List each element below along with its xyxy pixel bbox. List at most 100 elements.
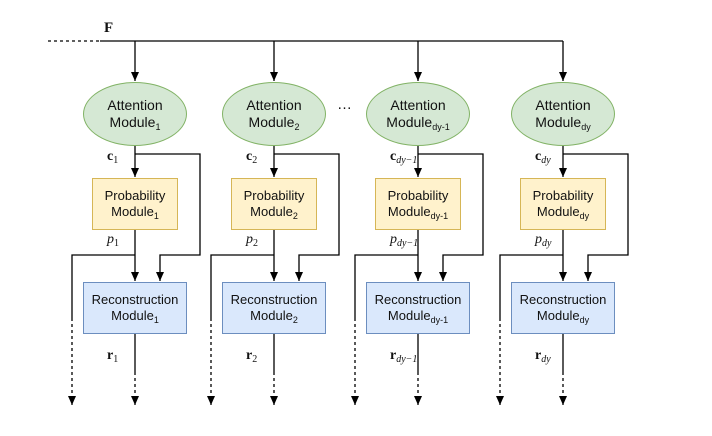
attention-module-4-module-label: Moduledy bbox=[535, 114, 590, 132]
probability-output-label-3: pdy−1 bbox=[390, 232, 419, 249]
attention-module-2-module-index: 2 bbox=[294, 122, 300, 132]
probability-branch-3 bbox=[354, 254, 418, 318]
reconstruction-module-3-module-label: Moduledy-1 bbox=[387, 308, 449, 325]
probability-module-4-module-word: Module bbox=[536, 204, 580, 219]
attention-bypass-4 bbox=[563, 153, 629, 281]
probability-output-label-1: p1 bbox=[107, 232, 119, 249]
reconstruction-module-2-module-index: 2 bbox=[292, 315, 298, 325]
probability-branch-4 bbox=[499, 254, 563, 318]
probability-module-2-module-label: Module2 bbox=[250, 204, 298, 221]
attention-output-label-1-index: 1 bbox=[113, 155, 119, 166]
reconstruction-module-2-module-label: Module2 bbox=[250, 308, 298, 325]
attention-output-label-3: cdy−1 bbox=[390, 149, 418, 166]
attention-module-2-module-word: Module bbox=[248, 114, 295, 130]
attention-output-label-2-index: 2 bbox=[252, 155, 258, 166]
probability-module-1-module-label: Module1 bbox=[111, 204, 159, 221]
attention-bypass-2 bbox=[274, 153, 340, 281]
reconstruction-module-1-module-word: Module bbox=[111, 308, 154, 323]
attention-module-1-module-word: Module bbox=[109, 114, 156, 130]
probability-output-label-1-index: 1 bbox=[114, 238, 119, 249]
probability-module-1-module-word: Module bbox=[111, 204, 154, 219]
probability-output-label-2-index: 2 bbox=[253, 238, 258, 249]
attention-module-4-module-word: Module bbox=[535, 114, 582, 130]
attention-module-4-module-index: dy bbox=[581, 122, 591, 132]
reconstruction-module-4-module-index: dy bbox=[579, 315, 590, 325]
probability-module-2-module-index: 2 bbox=[292, 211, 298, 221]
attention-output-label-1-symbol: c bbox=[107, 149, 114, 164]
reconstruction-output-label-2: r2 bbox=[246, 348, 258, 365]
attention-module-1-module-label: Module1 bbox=[110, 114, 161, 132]
ellipsis-label: … bbox=[337, 96, 353, 113]
probability-output-label-4: pdy bbox=[535, 232, 552, 249]
reconstruction-module-4-title: Reconstruction bbox=[519, 291, 607, 307]
attention-bypass-3 bbox=[418, 153, 484, 281]
reconstruction-module-3-module-index: dy-1 bbox=[430, 315, 449, 325]
reconstruction-module-2-title: Reconstruction bbox=[230, 291, 318, 307]
input-feature-label: F bbox=[104, 20, 114, 36]
probability-module-3-module-index: dy-1 bbox=[430, 211, 449, 221]
attention-module-1-title: Attention bbox=[107, 96, 163, 113]
probability-output-label-4-index: dy bbox=[542, 238, 552, 249]
attention-module-3-module-index: dy-1 bbox=[432, 122, 450, 132]
reconstruction-output-label-4: rdy bbox=[535, 348, 551, 365]
attention-output-label-4-symbol: c bbox=[535, 149, 542, 164]
attention-module-2-module-label: Module2 bbox=[249, 114, 300, 132]
probability-module-3-module-label: Moduledy-1 bbox=[387, 204, 449, 221]
reconstruction-output-label-2-index: 2 bbox=[252, 354, 258, 365]
attention-module-2-title: Attention bbox=[246, 96, 302, 113]
probability-module-4-module-index: dy bbox=[579, 211, 590, 221]
reconstruction-module-1-module-label: Module1 bbox=[111, 308, 159, 325]
attention-module-3-module-word: Module bbox=[386, 114, 433, 130]
reconstruction-output-label-2-symbol: r bbox=[246, 348, 253, 363]
reconstruction-output-label-1-index: 1 bbox=[113, 354, 119, 365]
probability-output-label-4-symbol: p bbox=[535, 232, 542, 247]
attention-module-1-module-index: 1 bbox=[155, 122, 161, 132]
reconstruction-output-label-4-index: dy bbox=[541, 354, 551, 365]
attention-output-label-2-symbol: c bbox=[246, 149, 253, 164]
attention-bypass-1 bbox=[135, 153, 201, 281]
attention-output-label-1: c1 bbox=[107, 149, 119, 166]
reconstruction-output-label-4-symbol: r bbox=[535, 348, 542, 363]
attention-output-label-2: c2 bbox=[246, 149, 258, 166]
attention-module-3-title: Attention bbox=[390, 96, 446, 113]
reconstruction-module-1-module-index: 1 bbox=[153, 315, 159, 325]
probability-module-3-module-word: Module bbox=[387, 204, 431, 219]
probability-output-label-2-symbol: p bbox=[246, 232, 253, 247]
attention-output-label-3-index: dy−1 bbox=[396, 155, 418, 166]
attention-module-4-title: Attention bbox=[535, 96, 591, 113]
reconstruction-module-1-title: Reconstruction bbox=[91, 291, 179, 307]
attention-output-label-3-symbol: c bbox=[390, 149, 397, 164]
reconstruction-module-4-module-word: Module bbox=[536, 308, 580, 323]
probability-output-label-3-index: dy−1 bbox=[397, 238, 419, 249]
probability-branch-1 bbox=[71, 254, 135, 318]
probability-module-3-title: Probability bbox=[387, 187, 449, 203]
probability-module-2-module-word: Module bbox=[250, 204, 293, 219]
attention-output-label-4-index: dy bbox=[541, 155, 551, 166]
probability-output-label-2: p2 bbox=[246, 232, 258, 249]
reconstruction-output-label-3-symbol: r bbox=[390, 348, 397, 363]
probability-module-4-module-label: Moduledy bbox=[536, 204, 590, 221]
reconstruction-module-3-title: Reconstruction bbox=[374, 291, 462, 307]
attention-module-3-module-label: Moduledy-1 bbox=[386, 114, 449, 132]
reconstruction-output-label-3-index: dy−1 bbox=[396, 354, 418, 365]
reconstruction-module-2-module-word: Module bbox=[250, 308, 293, 323]
probability-output-label-1-symbol: p bbox=[107, 232, 114, 247]
probability-branch-2 bbox=[210, 254, 274, 318]
reconstruction-module-3-module-word: Module bbox=[387, 308, 431, 323]
probability-output-label-3-symbol: p bbox=[390, 232, 397, 247]
reconstruction-output-label-3: rdy−1 bbox=[390, 348, 418, 365]
reconstruction-output-label-1-symbol: r bbox=[107, 348, 114, 363]
